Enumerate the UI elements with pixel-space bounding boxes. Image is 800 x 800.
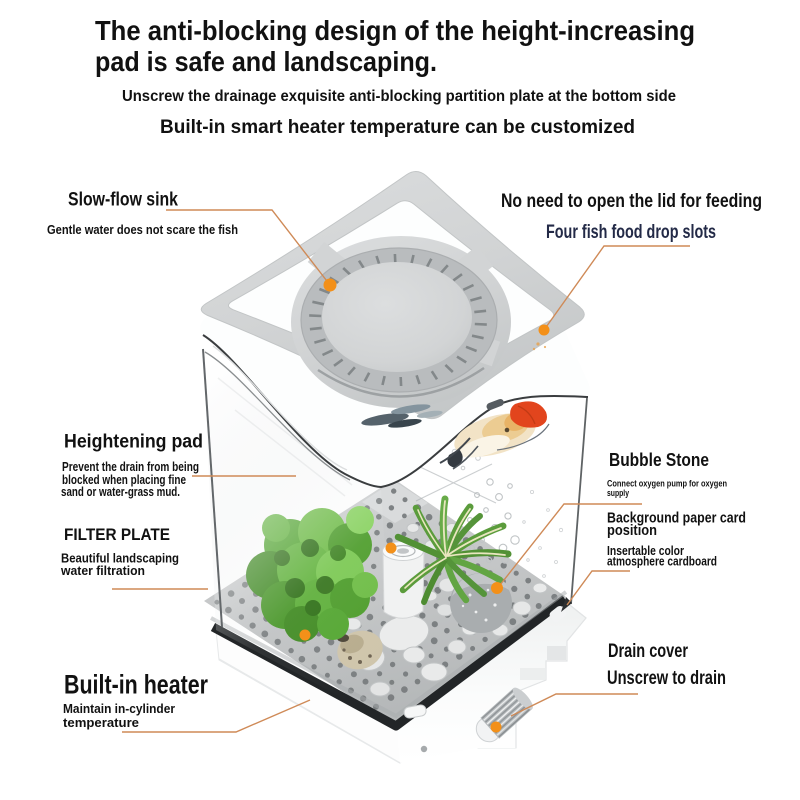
svg-text:Drain cover: Drain cover [608, 641, 688, 662]
svg-text:Slow-flow sink: Slow-flow sink [68, 189, 178, 211]
svg-text:FILTER PLATE: FILTER PLATE [64, 526, 170, 544]
svg-text:water filtration: water filtration [60, 564, 145, 578]
svg-text:Maintain in-cylinder: Maintain in-cylinder [63, 701, 175, 716]
svg-text:position: position [607, 523, 657, 539]
svg-text:Background paper card: Background paper card [607, 511, 746, 527]
svg-text:supply: supply [607, 488, 630, 499]
svg-text:No need to open the lid for fe: No need to open the lid for feeding [501, 190, 762, 212]
svg-text:Insertable color: Insertable color [607, 544, 684, 558]
svg-text:Prevent the drain from being: Prevent the drain from being [62, 460, 199, 474]
svg-text:The anti-blocking design of th: The anti-blocking design of the height-i… [95, 15, 695, 46]
svg-text:Built-in smart heater temperat: Built-in smart heater temperature can be… [160, 117, 635, 138]
svg-text:Four fish food drop slots: Four fish food drop slots [546, 221, 716, 243]
svg-text:Unscrew the drainage exquisite: Unscrew the drainage exquisite anti-bloc… [122, 88, 676, 105]
svg-text:pad is safe and landscaping.: pad is safe and landscaping. [95, 46, 437, 77]
svg-text:blocked when placing fine: blocked when placing fine [62, 473, 186, 487]
svg-text:Connect oxygen pump for oxygen: Connect oxygen pump for oxygen [607, 479, 727, 490]
svg-text:Bubble Stone: Bubble Stone [609, 450, 709, 470]
svg-text:atmosphere cardboard: atmosphere cardboard [607, 555, 717, 569]
svg-text:Built-in heater: Built-in heater [64, 670, 208, 700]
svg-text:Beautiful landscaping: Beautiful landscaping [61, 552, 179, 566]
svg-text:sand or water-grass mud.: sand or water-grass mud. [61, 485, 180, 499]
svg-text:temperature: temperature [63, 715, 139, 730]
svg-text:Heightening pad: Heightening pad [64, 431, 203, 453]
svg-text:Unscrew to drain: Unscrew to drain [607, 668, 726, 689]
svg-text:Gentle water does not scare th: Gentle water does not scare the fish [47, 222, 238, 237]
